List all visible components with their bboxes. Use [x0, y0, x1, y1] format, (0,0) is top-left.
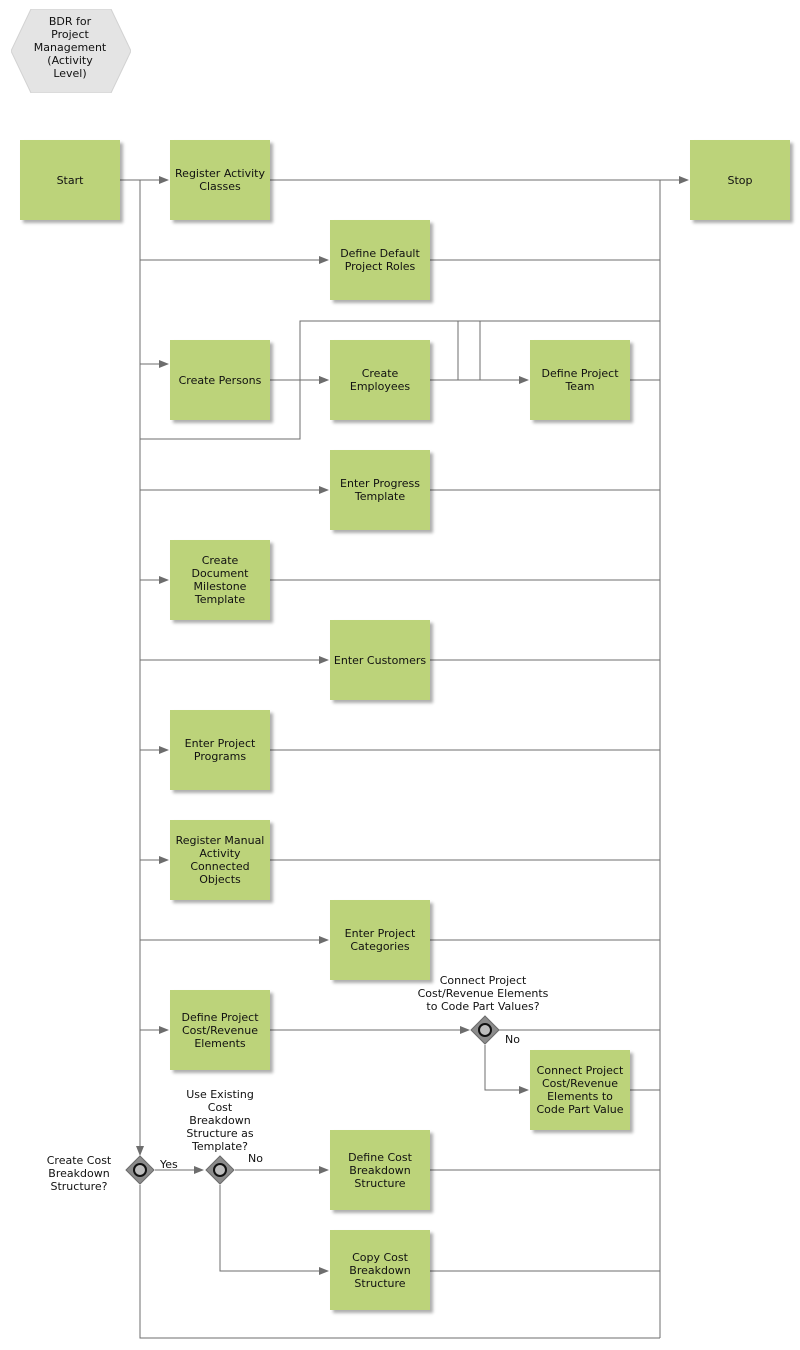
- flow-use-existing-to-copy: [219, 1185, 329, 1275]
- start-event[interactable]: Start: [20, 140, 120, 220]
- flow-label-no-connect: No: [505, 1033, 520, 1046]
- diagram-title-hexagon: [11, 9, 131, 93]
- gateway-create-cbs[interactable]: [125, 1155, 155, 1185]
- task-create-employees[interactable]: Create Employees: [330, 340, 430, 420]
- flow-create-employees-out-b: [458, 321, 481, 381]
- gateway-use-existing-cbs-label: Use Existing Cost Breakdown Structure as…: [186, 1088, 254, 1153]
- gateway-connect-code-part-label: Connect Project Cost/Revenue Elements to…: [417, 974, 549, 1013]
- task-create-persons[interactable]: Create Persons: [170, 340, 270, 420]
- flow-gateway-to-connect: [484, 1045, 529, 1094]
- start-label: Start: [56, 173, 84, 187]
- gateway-use-existing-cbs[interactable]: [205, 1155, 235, 1185]
- task-register-activity-classes[interactable]: Register Activity Classes: [170, 140, 270, 220]
- task-create-document-milestone-template[interactable]: Create Document Milestone Template: [170, 540, 270, 620]
- task-define-default-project-roles[interactable]: Define Default Project Roles: [330, 220, 430, 300]
- stop-event[interactable]: Stop: [690, 140, 790, 220]
- flow-label-yes-create-cbs: Yes: [160, 1158, 178, 1171]
- task-enter-project-categories[interactable]: Enter Project Categories: [330, 900, 430, 980]
- flow-label-no-use-existing: No: [248, 1152, 263, 1165]
- stop-label: Stop: [727, 173, 753, 187]
- task-define-project-team[interactable]: Define Project Team: [530, 340, 630, 420]
- diagram-title: BDR for Project Management (Activity Lev…: [33, 15, 107, 80]
- task-connect-project-cost-revenue-elements[interactable]: Connect Project Cost/Revenue Elements to…: [530, 1050, 630, 1130]
- task-enter-progress-template[interactable]: Enter Progress Template: [330, 450, 430, 530]
- task-define-project-cost-revenue-elements[interactable]: Define Project Cost/Revenue Elements: [170, 990, 270, 1070]
- task-define-cost-breakdown-structure[interactable]: Define Cost Breakdown Structure: [330, 1130, 430, 1210]
- gateway-connect-code-part[interactable]: [470, 1015, 500, 1045]
- gateway-create-cbs-label: Create Cost Breakdown Structure?: [46, 1154, 112, 1193]
- task-enter-customers[interactable]: Enter Customers: [330, 620, 430, 700]
- task-enter-project-programs[interactable]: Enter Project Programs: [170, 710, 270, 790]
- left-bus-bottom: [139, 1185, 660, 1339]
- task-register-manual-activity-connected-objects[interactable]: Register Manual Activity Connected Objec…: [170, 820, 270, 900]
- task-copy-cost-breakdown-structure[interactable]: Copy Cost Breakdown Structure: [330, 1230, 430, 1310]
- flow-create-employees-out-a: [430, 321, 459, 381]
